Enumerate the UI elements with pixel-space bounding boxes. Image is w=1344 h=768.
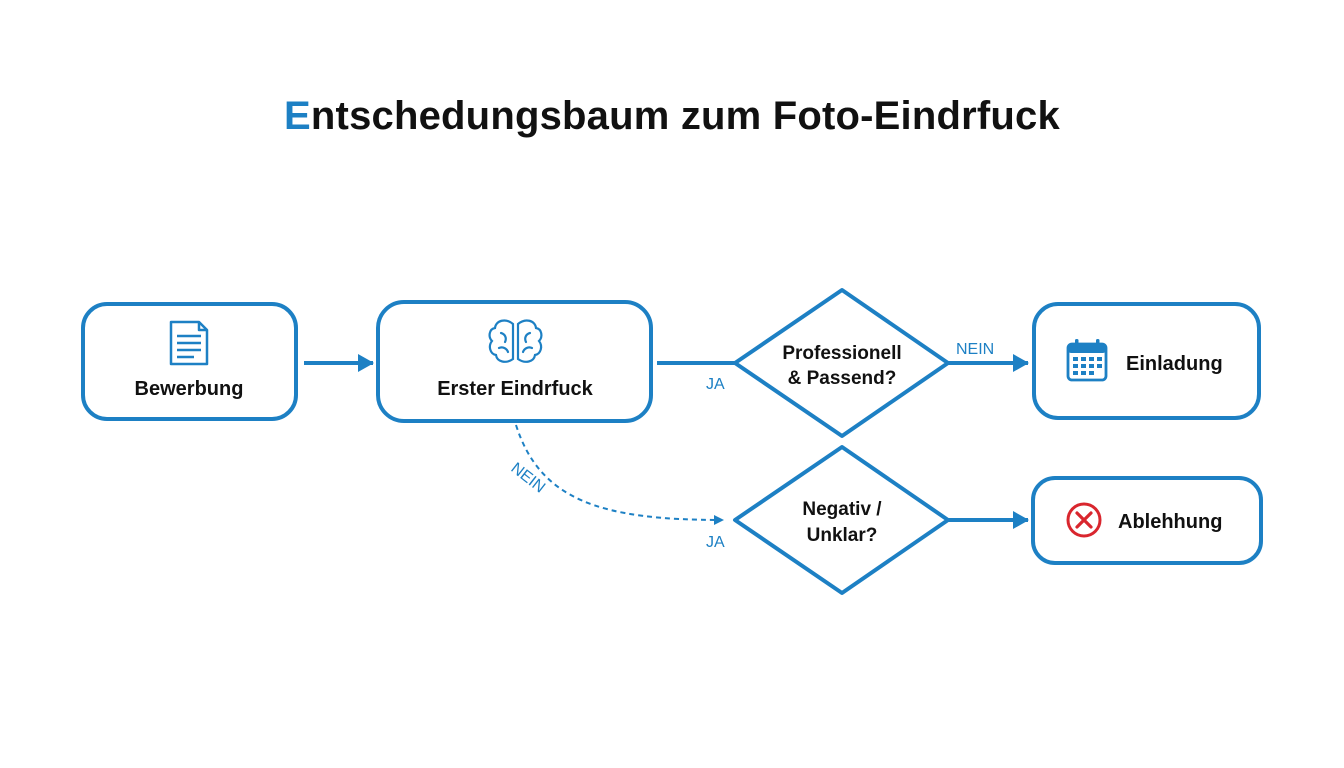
title-first-letter: E (284, 94, 311, 138)
edge-label-ja-bottom: JA (706, 534, 725, 551)
decision-negative-line2: Unklar? (807, 525, 878, 546)
x-circle-icon (1066, 502, 1102, 538)
node-invitation: Einladung (1032, 302, 1261, 420)
node-first-impression: Erster Eindrfuck (376, 300, 653, 423)
edge-label-nein-dashed: NEIN (508, 460, 549, 497)
calendar-icon (1066, 339, 1108, 382)
decision-negative: Negativ / Unklar? (733, 445, 950, 595)
decision-negative-line1: Negativ / (802, 499, 882, 520)
edge-label-ja-top: JA (706, 376, 725, 393)
node-application: Bewerbung (81, 302, 298, 421)
node-first-impression-label: Erster Eindrfuck (437, 378, 593, 400)
decision-professional-line2: & Passend? (788, 368, 897, 389)
title-rest: ntschedungsbaum zum Foto-Eindrfuck (310, 94, 1060, 138)
edge-impression-to-negative-dashed (515, 424, 724, 525)
page-title: Entschedungsbaum zum Foto-Eindrfuck (0, 94, 1344, 139)
decision-professional: Professionell & Passend? (733, 288, 950, 438)
document-icon (169, 320, 209, 366)
brain-icon (488, 319, 543, 363)
edge-label-nein-top: NEIN (956, 341, 994, 358)
node-rejection-label: Ablehhung (1118, 511, 1222, 533)
node-invitation-label: Einladung (1126, 353, 1223, 375)
node-rejection: Ablehhung (1031, 476, 1263, 565)
decision-professional-line1: Professionell (782, 343, 901, 364)
node-application-label: Bewerbung (135, 378, 244, 400)
